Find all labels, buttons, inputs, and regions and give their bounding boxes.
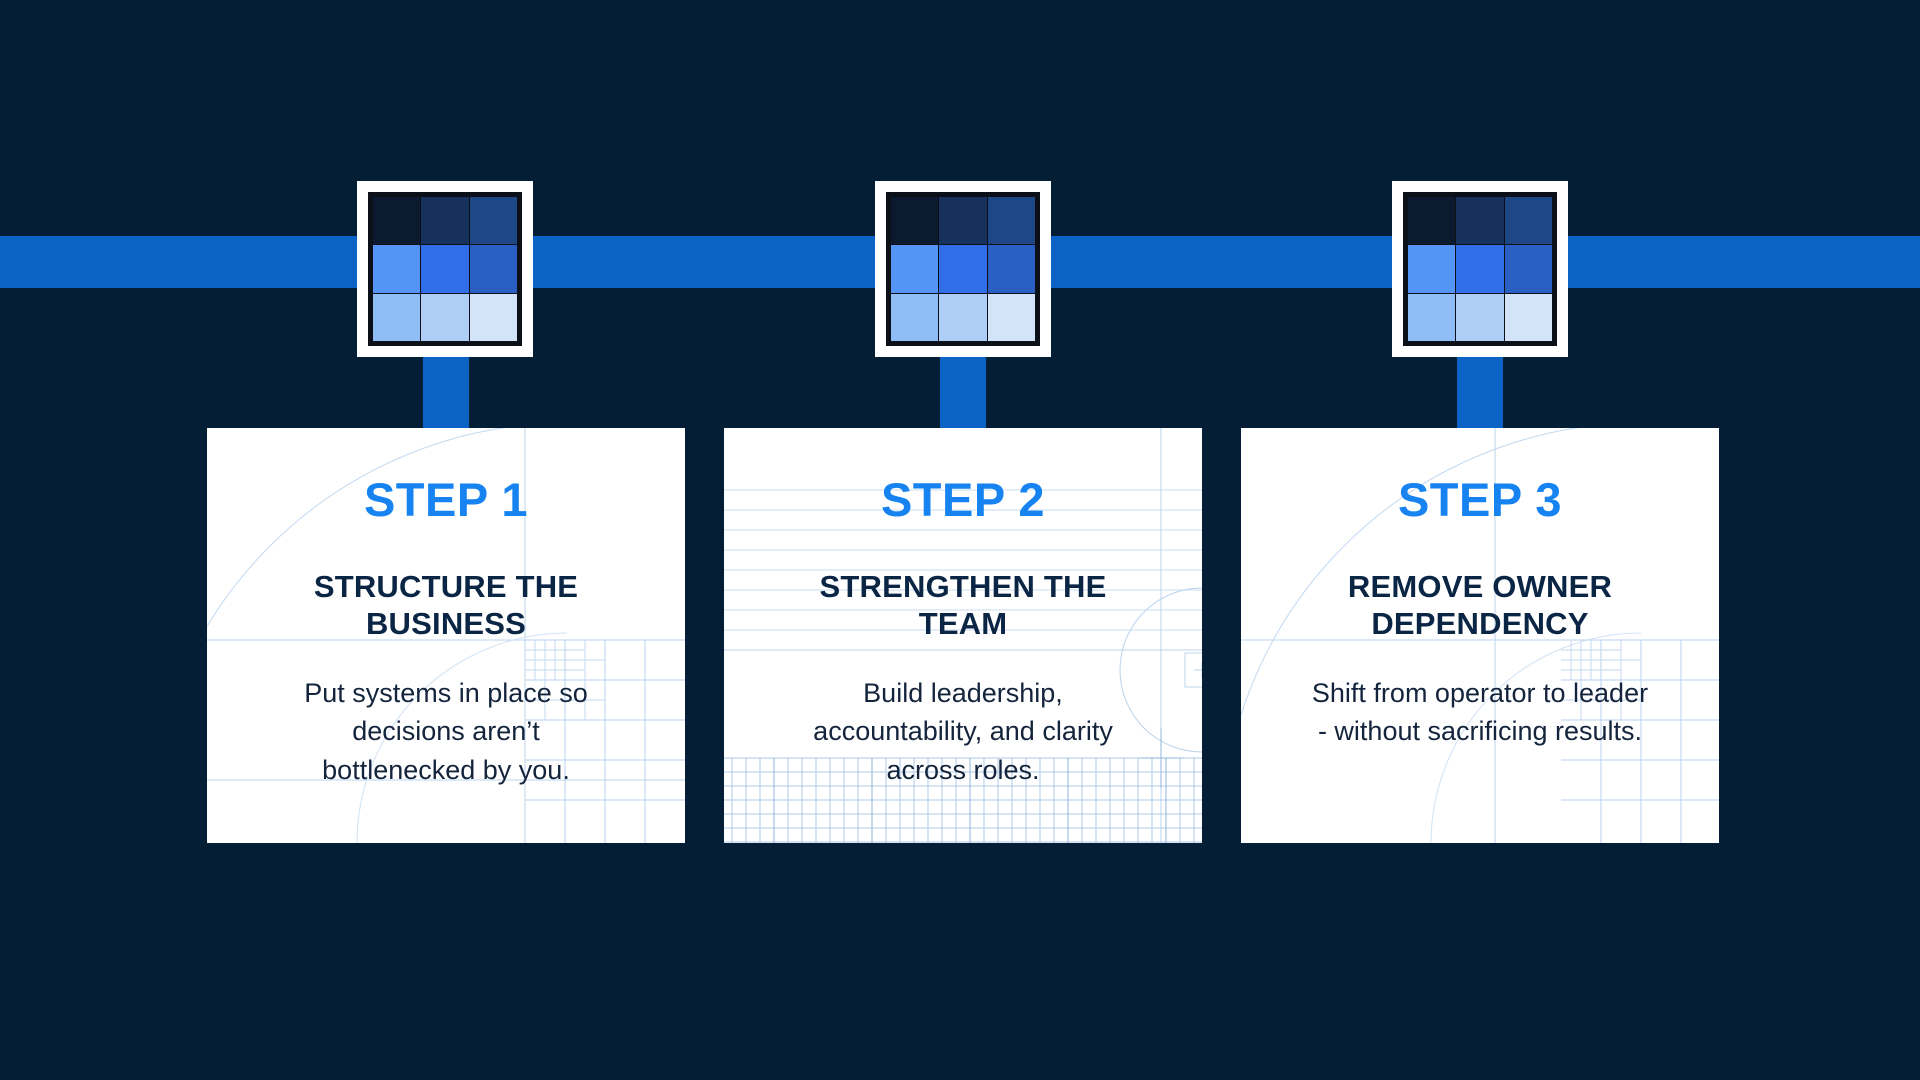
card-content-2: STEP 2 STRENGTHEN THE TEAM Build leaders… [724, 428, 1202, 843]
grid-cell-5 [1456, 245, 1504, 293]
grid-cell-7 [373, 293, 421, 341]
grid-cell-9 [469, 293, 517, 341]
grid-cell-5 [421, 245, 469, 293]
grid-cell-5 [939, 245, 987, 293]
grid-cell-3 [469, 197, 517, 245]
grid-cell-8 [939, 293, 987, 341]
grid-cell-4 [1408, 245, 1456, 293]
step-icon-1 [357, 181, 533, 357]
connector-stem-3 [1457, 350, 1503, 440]
grid-cell-2 [421, 197, 469, 245]
grid-cell-3 [1504, 197, 1552, 245]
step-title-3: REMOVE OWNER DEPENDENCY [1347, 569, 1613, 641]
grid-cell-3 [987, 197, 1035, 245]
grid-cell-8 [1456, 293, 1504, 341]
nine-square-grid-icon [886, 192, 1040, 346]
step-label-3: STEP 3 [1397, 473, 1563, 526]
grid-cell-6 [1504, 245, 1552, 293]
step-body-2: Build leadership, accountability, and cl… [813, 678, 1113, 785]
connector-stem-2 [940, 350, 986, 440]
grid-cell-4 [373, 245, 421, 293]
grid-cell-6 [987, 245, 1035, 293]
grid-cell-1 [373, 197, 421, 245]
grid-cell-2 [939, 197, 987, 245]
card-content-3: STEP 3 REMOVE OWNER DEPENDENCY Shift fro… [1241, 428, 1719, 843]
step-card-3[interactable]: STEP 3 REMOVE OWNER DEPENDENCY Shift fro… [1241, 428, 1719, 843]
step-body-1: Put systems in place so decisions aren’t… [304, 678, 588, 785]
grid-cell-7 [1408, 293, 1456, 341]
nine-square-grid-icon [1403, 192, 1557, 346]
grid-cell-4 [891, 245, 939, 293]
step-label-1: STEP 1 [363, 473, 529, 526]
step-icon-3 [1392, 181, 1568, 357]
grid-cell-8 [421, 293, 469, 341]
card-content-1: STEP 1 STRUCTURE THE BUSINESS Put system… [207, 428, 685, 843]
step-title-1: STRUCTURE THE BUSINESS [313, 569, 579, 641]
grid-cell-9 [1504, 293, 1552, 341]
grid-cell-6 [469, 245, 517, 293]
grid-cell-9 [987, 293, 1035, 341]
nine-square-grid-icon [368, 192, 522, 346]
step-card-1[interactable]: STEP 1 STRUCTURE THE BUSINESS Put system… [207, 428, 685, 843]
step-body-3: Shift from operator to leader - without … [1311, 678, 1649, 747]
grid-cell-1 [1408, 197, 1456, 245]
grid-cell-7 [891, 293, 939, 341]
connector-stem-1 [423, 350, 469, 440]
step-card-2[interactable]: STEP 2 STRENGTHEN THE TEAM Build leaders… [724, 428, 1202, 843]
step-title-2: STRENGTHEN THE TEAM [819, 569, 1107, 641]
grid-cell-1 [891, 197, 939, 245]
grid-cell-2 [1456, 197, 1504, 245]
step-label-2: STEP 2 [880, 473, 1046, 526]
step-icon-2 [875, 181, 1051, 357]
